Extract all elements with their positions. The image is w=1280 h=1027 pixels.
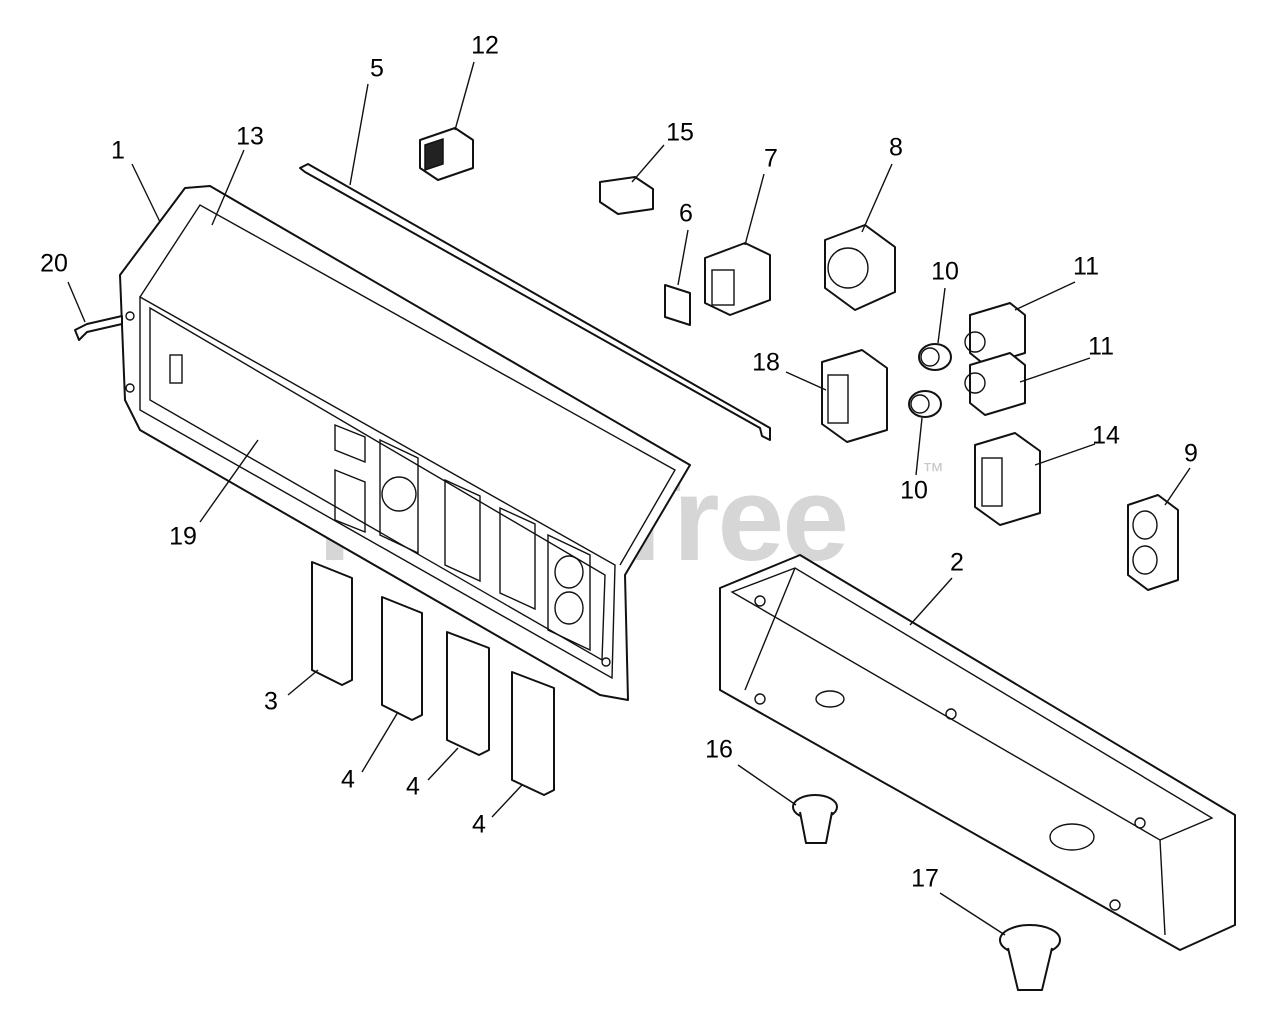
rod: [299, 163, 771, 441]
callout-4: 4: [341, 766, 355, 794]
breaker-11-lower: [964, 352, 1026, 416]
control-panel-housing: [119, 185, 691, 701]
gfci-receptacle-18: [821, 349, 888, 443]
breaker-clip: [599, 176, 654, 215]
callout-2: 2: [950, 549, 964, 577]
cover-4-a: [381, 596, 423, 721]
callout-4: 4: [472, 811, 486, 839]
callout-7: 7: [764, 145, 778, 173]
callout-17: 17: [911, 865, 939, 893]
callout-3: 3: [264, 688, 278, 716]
callout-19: 19: [169, 523, 197, 551]
callout-18: 18: [752, 349, 780, 377]
callout-13: 13: [236, 123, 264, 151]
breaker-11-upper: [964, 302, 1026, 366]
twist-lock-receptacle: [824, 224, 896, 311]
callout-9: 9: [1184, 440, 1198, 468]
rocker-switch: [419, 127, 474, 181]
callout-15: 15: [666, 119, 694, 147]
callout-5: 5: [370, 55, 384, 83]
callout-20: 20: [40, 250, 68, 278]
callout-6: 6: [679, 200, 693, 228]
watermark-trademark: ™: [922, 458, 944, 483]
callout-11: 11: [1088, 333, 1114, 361]
callout-10: 10: [900, 477, 928, 505]
cover-4-c: [511, 671, 555, 796]
circuit-breaker-10-lower: [908, 390, 942, 418]
hour-meter: [704, 242, 771, 316]
callout-12: 12: [471, 32, 499, 60]
leader-lines: [67, 61, 1191, 936]
duplex-receptacle: [1127, 494, 1179, 591]
callout-4: 4: [406, 773, 420, 801]
callout-8: 8: [889, 134, 903, 162]
control-panel-box: [719, 554, 1236, 951]
indicator-light: [664, 284, 691, 326]
cover-4-b: [446, 631, 490, 756]
callout-labels: 1 13 5 12 15 7 8 6 20 10 11 11 18 14 10 9 19 2 3 4 4 4 16 17: [40, 32, 1198, 893]
circuit-breaker-10-upper: [918, 343, 952, 371]
callout-16: 16: [705, 736, 733, 764]
gfci-receptacle-14: [974, 432, 1041, 526]
cover-3: [311, 561, 353, 686]
callout-1: 1: [111, 137, 125, 165]
callout-14: 14: [1092, 422, 1120, 450]
grommet-17: [999, 924, 1061, 991]
grommet-16: [792, 794, 838, 844]
callout-11: 11: [1073, 253, 1099, 281]
callout-10: 10: [931, 258, 959, 286]
screw: [74, 315, 123, 341]
